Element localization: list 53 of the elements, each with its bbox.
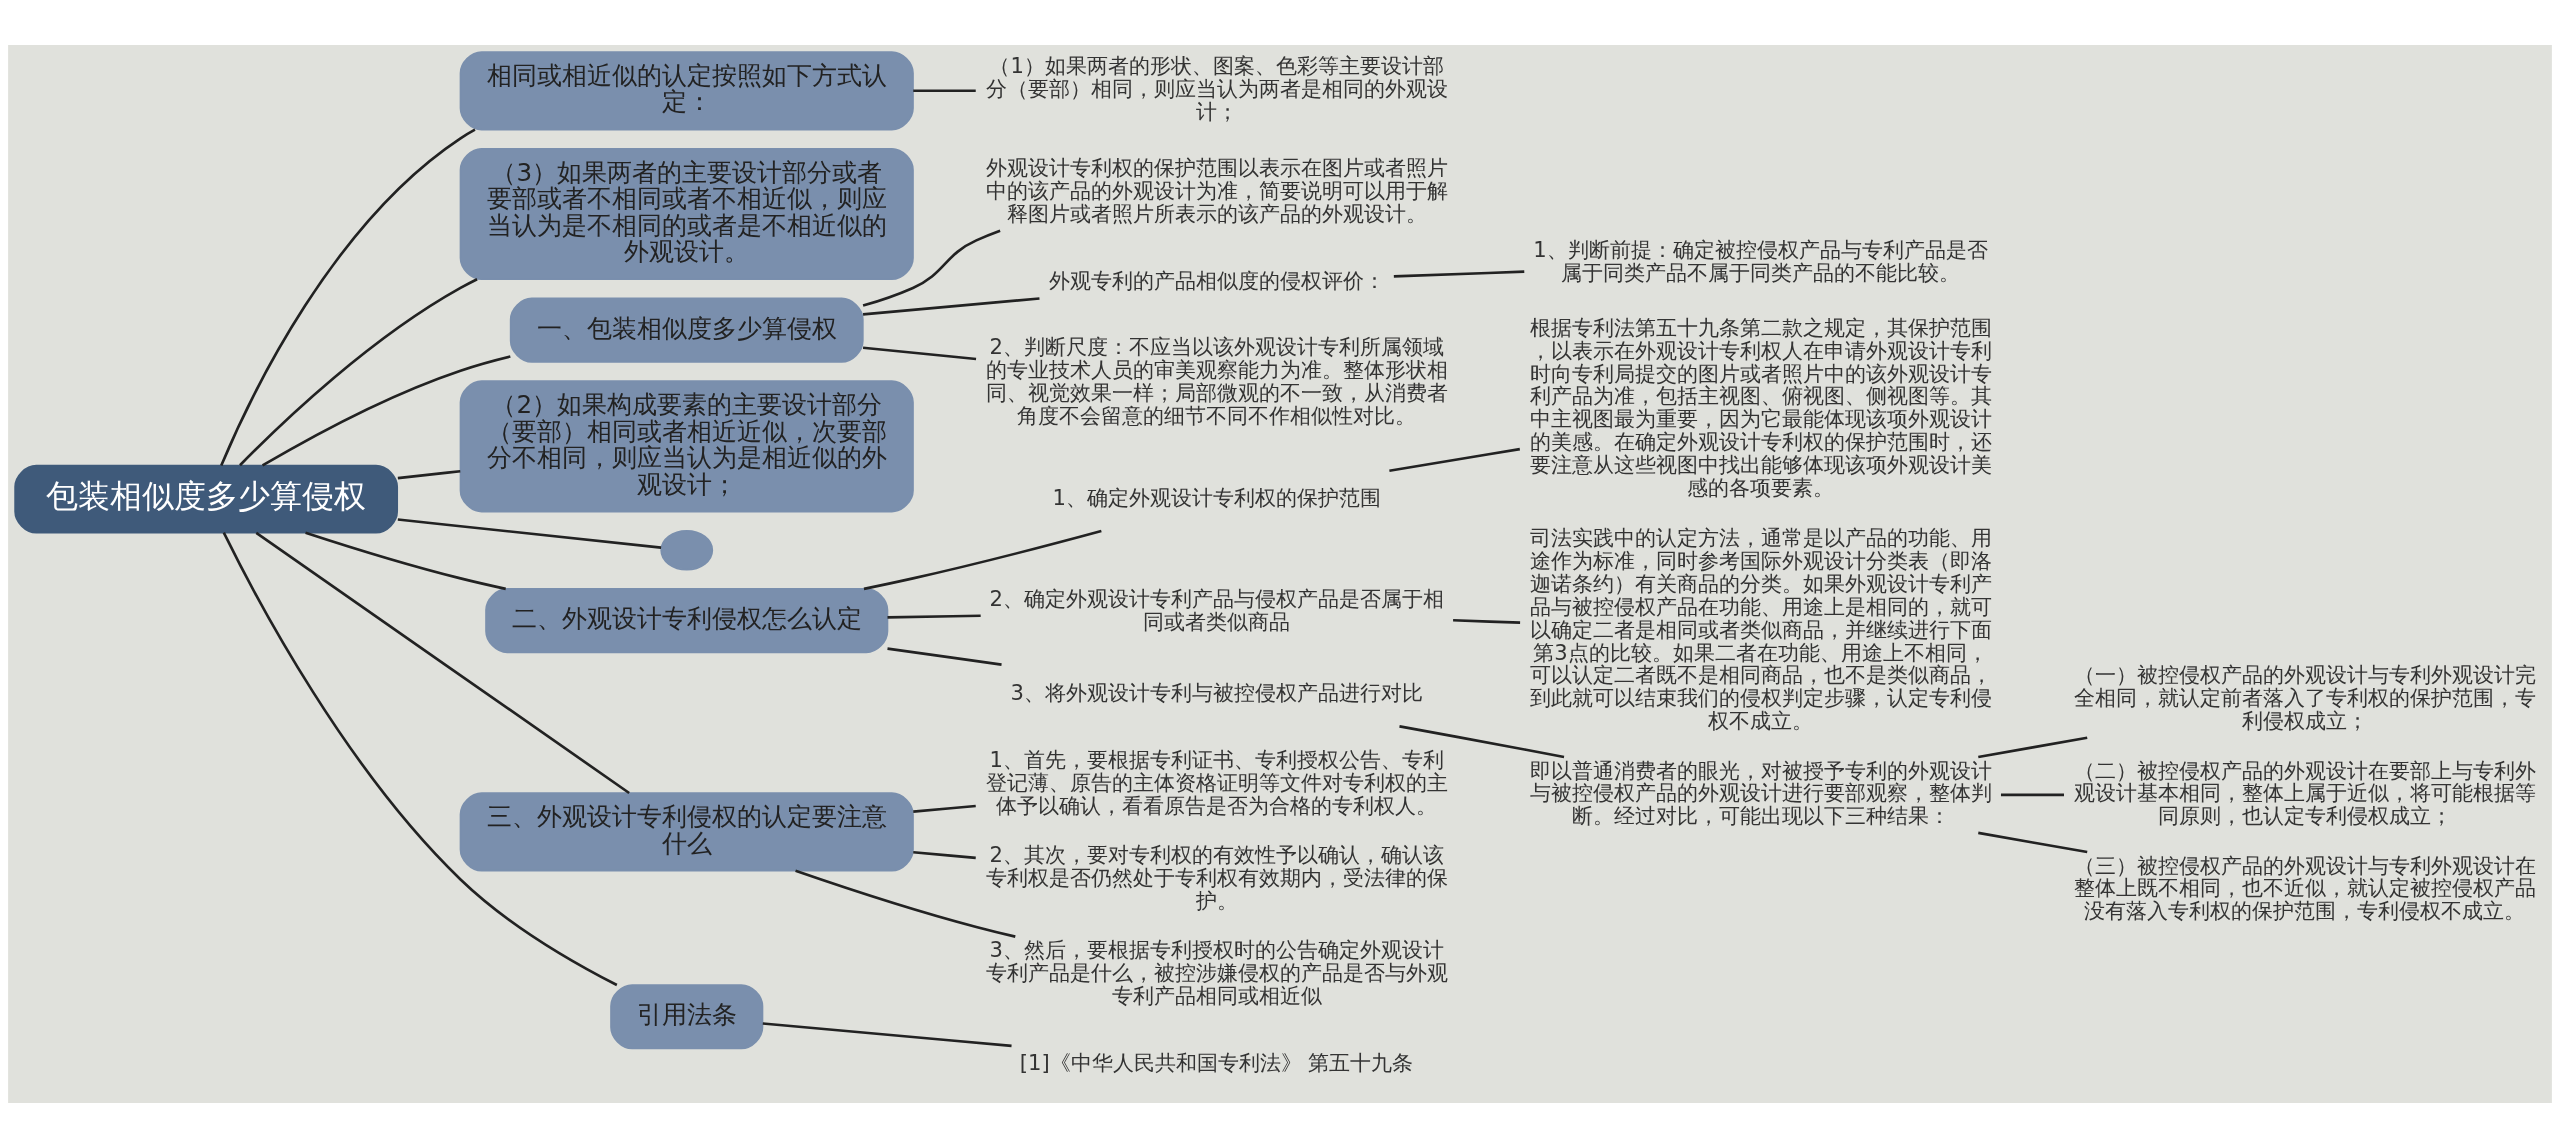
- node-text: （1）如果两者的形状、图案、色彩等主要设计部分（要部）相同，则应当认为两者是相同的外观设计；: [985, 52, 1448, 124]
- node-box: 三、外观设计专利侵权的认定要注意什么: [459, 791, 914, 871]
- node-text: 1、判断前提：确定被控侵权产品与专利产品是否属于同类产品不属于同类产品的不能比较。: [1533, 236, 1988, 285]
- connector: [261, 354, 511, 467]
- node-box: 引用法条: [610, 983, 764, 1049]
- connector: [2000, 793, 2064, 796]
- connector: [1453, 618, 1521, 624]
- node-text: 3、然后，要根据专利授权时的公告确定外观设计专利产品是什么，被控涉嫌侵权的产品是否与外观专利产品相同或相近似: [985, 936, 1448, 1008]
- node-box: 包装相似度多少算侵权: [14, 464, 399, 533]
- node-box: （3）如果两者的主要设计部分或者要部或者不相同或者不相近似，则应当认为是不相同的或者是不相近似的外观设计。: [459, 147, 914, 280]
- node-box: 二、外观设计专利侵权怎么认定: [485, 587, 889, 653]
- node-text: 2、其次，要对专利权的有效性予以确认，确认该专利权是否仍然处于专利权有效期内，受法律的保护。: [985, 841, 1448, 913]
- connector: [255, 531, 630, 794]
- connector: [1389, 447, 1521, 472]
- node-text: 外观专利的产品相似度的侵权评价：: [1048, 267, 1385, 293]
- connector: [222, 531, 618, 986]
- connector: [863, 529, 1102, 590]
- connector: [913, 804, 976, 813]
- connector: [913, 88, 976, 92]
- connector: [220, 128, 476, 466]
- node-text: （二）被控侵权产品的外观设计在要部上与专利外观设计基本相同，整体上属于近似，将可能根据等同原则，也认定专利侵权成立；: [2073, 757, 2536, 828]
- connector: [397, 517, 662, 549]
- node-box: （2）如果构成要素的主要设计部分（要部）相同或者相近近似，次要部分不相同，则应当认为是相近似的外观设计；: [459, 379, 914, 512]
- connector: [1978, 736, 2088, 758]
- connector: [887, 646, 1002, 666]
- connector: [1393, 269, 1525, 278]
- node-text: 外观设计专利权的保护范围以表示在图片或者照片中的该产品的外观设计为准，简要说明可以用于解释图片或者照片所表示的该产品的外观设计。: [985, 154, 1448, 226]
- connector: [862, 345, 977, 360]
- node-text: 1、首先，要根据专利证书、专利授权公告、专利登记薄、原告的主体资格证明等文件对专利权的主体予以确认，看看原告是否为合格的专利权人。: [985, 746, 1448, 818]
- node-text: 3、将外观设计专利与被控侵权产品进行对比: [1010, 679, 1423, 705]
- connector: [762, 1021, 1012, 1047]
- connector: [862, 296, 1040, 316]
- connector: [1978, 831, 2088, 853]
- connector: [397, 469, 461, 479]
- node-text: [1]《中华人民共和国专利法》 第五十九条: [1019, 1049, 1414, 1075]
- node-text: （三）被控侵权产品的外观设计与专利外观设计在整体上既不相同，也不近似，就认定被控侵权产品没有落入专利权的保护范围，专利侵权不成立。: [2073, 852, 2536, 923]
- node-text: 1、确定外观设计专利权的保护范围: [1052, 484, 1381, 510]
- connector: [1399, 724, 1565, 758]
- node-text: 即以普通消费者的眼光，对被授予专利的外观设计与被控侵权产品的外观设计进行要部观察，整体判断。经过对比，可能出现以下三种结果：: [1529, 757, 1992, 828]
- node-box: 相同或相近似的认定按照如下方式认定：: [459, 50, 914, 130]
- connector: [305, 531, 506, 590]
- connector: [795, 868, 1016, 938]
- node-text: 司法实践中的认定方法，通常是以产品的功能、用途作为标准，同时参考国际外观设计分类表（即洛迦诺条约）有关商品的分类。如果外观设计专利产品与被控侵权产品在功能、用途上是相同的，就可以确定二者是相同或者类似商品，并继续进行下面第3点的比较。如果二者在功能、用途上不相同，可以认定二者既不是相同商品，也不是类似商品，到此就可以结束我们的侵权判定步骤，认定专利侵权不成立。: [1529, 524, 1992, 733]
- node-text: 2、确定外观设计专利产品与侵权产品是否属于相同或者类似商品: [989, 585, 1444, 634]
- node-text: 2、判断尺度：不应当以该外观设计专利所属领域的专业技术人员的审美观察能力为准。整体形状相同、视觉效果一样；局部微观的不一致，从消费者角度不会留意的细节不同不作相似性对比。: [985, 333, 1448, 428]
- node-box: 一、包装相似度多少算侵权: [509, 297, 864, 363]
- connector: [239, 277, 478, 466]
- node-text: 根据专利法第五十九条第二款之规定，其保护范围，以表示在外观设计专利权人在申请外观设计专利时向专利局提交的图片或者照片中的该外观设计专利产品为准，包括主视图、俯视图、侧视图等。其中主视图最为重要，因为它最能体现该项外观设计的美感。在确定外观设计专利权的保护范围时，还要注意从这些视图中找出能够体现该项外观设计美感的各项要素。: [1529, 314, 1992, 500]
- node-ellipse: [660, 529, 714, 570]
- connector: [913, 850, 976, 859]
- node-text: （一）被控侵权产品的外观设计与专利外观设计完全相同，就认定前者落入了专利权的保护范围，专利侵权成立；: [2073, 661, 2536, 733]
- connector: [887, 613, 981, 619]
- connector: [862, 229, 1001, 307]
